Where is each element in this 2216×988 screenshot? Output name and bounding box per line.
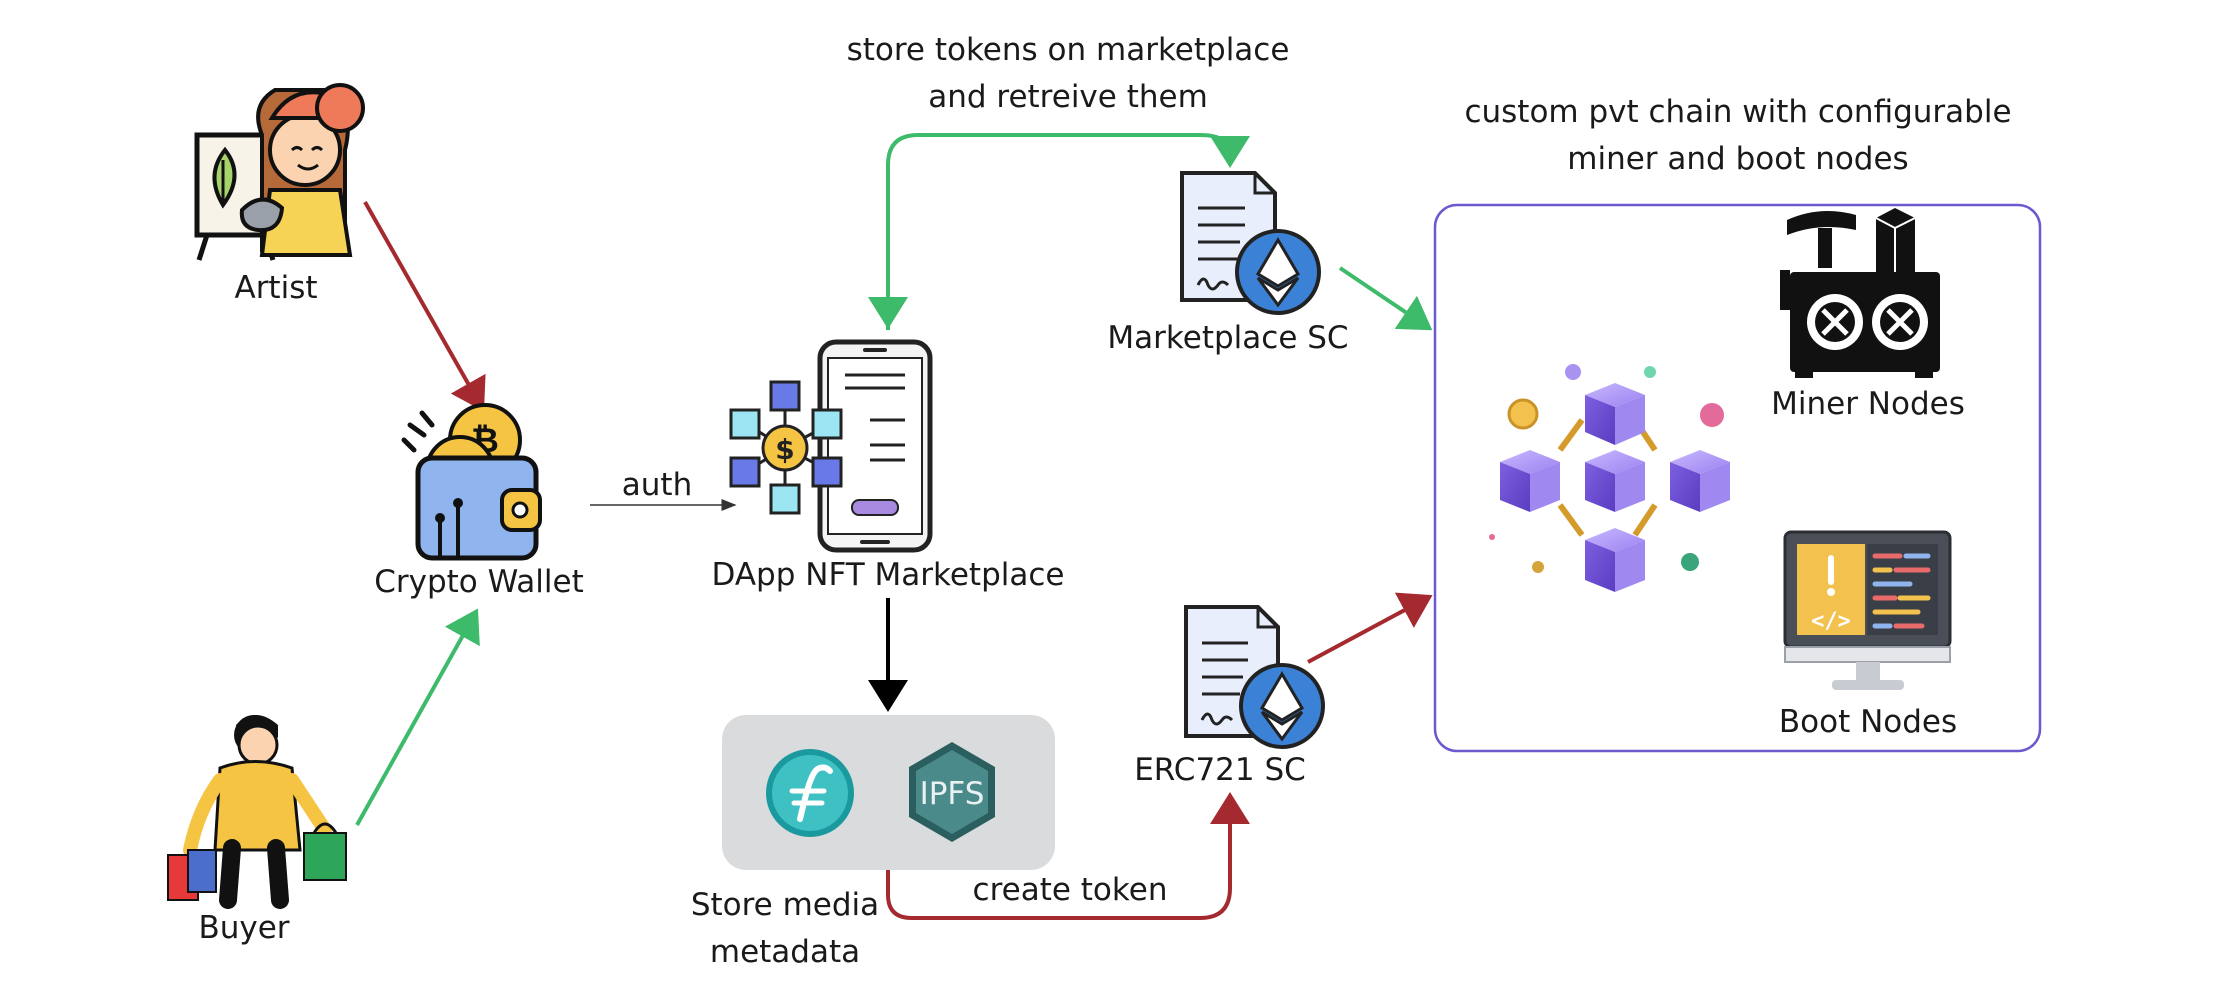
storage-label-line1: Store media (690, 887, 880, 923)
svg-text:</>: </> (1811, 609, 1851, 634)
erc721-contract-icon (1184, 605, 1325, 749)
arrow-marketplace-roundtrip (868, 133, 1250, 330)
ipfs-icon-text: IPFS (920, 776, 985, 812)
boot-nodes-icon: </> (1783, 530, 1952, 690)
miner-nodes-label: Miner Nodes (1771, 386, 1965, 422)
arrow-erc721-to-chain (1307, 592, 1433, 664)
chain-title-line2: miner and boot nodes (1567, 141, 1909, 177)
chain-title-line1: custom pvt chain with configurable (1464, 94, 2012, 130)
cube-left (1500, 450, 1560, 512)
svg-text:$: $ (775, 433, 794, 466)
miner-nodes-icon (1780, 208, 1940, 378)
store-tokens-label-line2: and retreive them (928, 79, 1208, 115)
arrow-storage-to-erc721 (886, 792, 1250, 920)
crypto-wallet-label: Crypto Wallet (374, 564, 584, 600)
store-tokens-label-line1: store tokens on marketplace (846, 32, 1290, 68)
erc721-sc-label: ERC721 SC (1134, 752, 1306, 788)
dapp-label: DApp NFT Marketplace (711, 557, 1065, 593)
buyer-label: Buyer (198, 910, 290, 946)
arrow-marketplace-to-chain (1338, 266, 1433, 331)
buyer-icon (167, 715, 347, 909)
artist-icon (194, 83, 365, 261)
marketplace-sc-label: Marketplace SC (1107, 320, 1349, 356)
storage-label-line2: metadata (709, 934, 861, 970)
create-token-edge-label: create token (972, 872, 1168, 908)
filecoin-icon (766, 749, 854, 837)
cube-right (1670, 450, 1730, 512)
artist-label: Artist (234, 270, 318, 306)
cube-top (1585, 383, 1645, 445)
boot-nodes-label: Boot Nodes (1778, 704, 1958, 740)
ipfs-icon: IPFS (909, 742, 995, 842)
marketplace-contract-icon (1180, 171, 1321, 315)
cube-bottom (1585, 528, 1645, 592)
crypto-wallet-icon: ₿ ₿ (401, 403, 542, 561)
blockchain-cubes-icon (1489, 364, 1730, 592)
dapp-marketplace-icon: $ (729, 339, 933, 553)
arrow-buyer-to-wallet (355, 608, 480, 826)
auth-edge-label: auth (621, 467, 693, 503)
cube-center (1585, 450, 1645, 512)
arrow-artist-to-wallet (363, 201, 486, 412)
